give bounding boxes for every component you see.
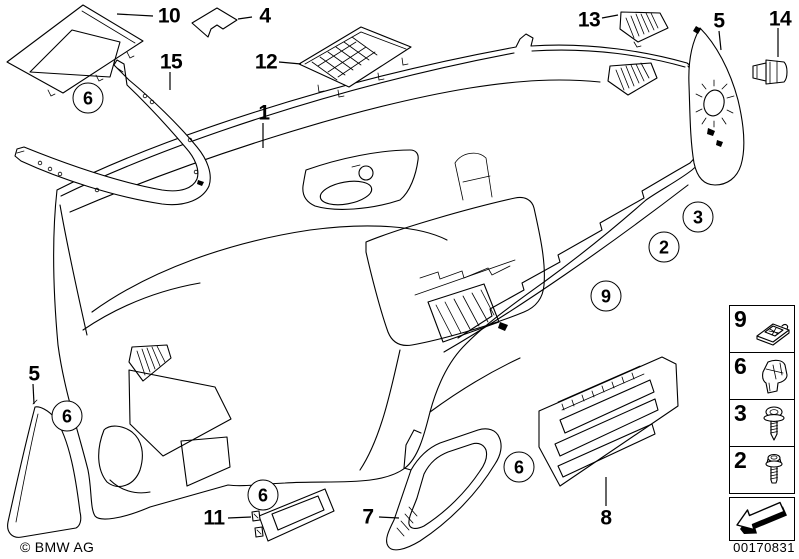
sensor-part-14-drawing (752, 59, 788, 85)
top-speaker-openings (302, 149, 419, 210)
legend-row-3[interactable]: 3 (730, 400, 794, 447)
circle-callout-6-c[interactable]: 6 (247, 479, 279, 511)
circle-callout-3[interactable]: 3 (682, 201, 714, 233)
speaker-grille-part-12-drawing (298, 26, 412, 98)
callout-label-5-bottom[interactable]: 5 (28, 362, 40, 386)
glovebox-opening (443, 162, 691, 353)
leader-lines (32, 13, 779, 519)
callout-label-13[interactable]: 13 (577, 8, 601, 32)
trim-part-10-drawing (6, 4, 144, 97)
legend-number: 6 (734, 353, 747, 379)
lower-trim-part-8-drawing (538, 356, 679, 487)
trim-strip-part-11-drawing (251, 488, 335, 542)
circle-callout-6-b[interactable]: 6 (51, 400, 83, 432)
callout-label-12[interactable]: 12 (254, 50, 278, 74)
legend-row-6[interactable]: 6 (730, 353, 794, 400)
legend-number: 2 (734, 447, 747, 473)
callout-label-15[interactable]: 15 (159, 50, 183, 74)
gasket-part-4-drawing (191, 7, 238, 38)
instrument-panel-main-drawing (53, 33, 714, 520)
legend-number: 3 (734, 400, 747, 426)
flange-screw-icon (753, 451, 793, 491)
callout-label-14[interactable]: 14 (768, 7, 792, 31)
diagram-image-number: 00170831 (733, 540, 795, 555)
callout-label-1[interactable]: 1 (258, 101, 270, 125)
callout-label-4[interactable]: 4 (259, 4, 271, 28)
center-stack-opening (365, 152, 545, 346)
fastener-legend: 9 6 3 (729, 305, 795, 494)
legend-row-9[interactable]: 9 (730, 306, 794, 353)
vent-part-13-drawing (619, 11, 669, 48)
side-trim-part-5-right-drawing (688, 26, 745, 186)
right-side-vent (607, 62, 658, 96)
bolster-frame-part-7-drawing (385, 428, 502, 551)
spring-clip-icon (753, 357, 793, 397)
bracket-part-15-drawing (14, 59, 211, 206)
legend-number: 9 (734, 306, 747, 332)
callout-label-11[interactable]: 11 (203, 506, 225, 530)
circle-callout-2[interactable]: 2 (648, 231, 680, 263)
speed-nut-clip-icon (753, 310, 793, 350)
callout-label-5-top[interactable]: 5 (713, 9, 725, 33)
callout-label-8[interactable]: 8 (600, 506, 612, 530)
direction-arrow-box (729, 497, 795, 541)
direction-arrow-icon (736, 501, 787, 534)
circle-callout-6-d[interactable]: 6 (503, 451, 535, 483)
pan-head-screw-washer-icon (753, 404, 793, 444)
left-side-vent (128, 344, 172, 382)
circle-callout-9[interactable]: 9 (590, 280, 622, 312)
callout-label-10[interactable]: 10 (157, 4, 181, 28)
callout-label-7[interactable]: 7 (362, 505, 374, 529)
legend-row-2[interactable]: 2 (730, 447, 794, 493)
circle-callout-6-a[interactable]: 6 (72, 82, 104, 114)
copyright-notice: © BMW AG (20, 539, 95, 555)
